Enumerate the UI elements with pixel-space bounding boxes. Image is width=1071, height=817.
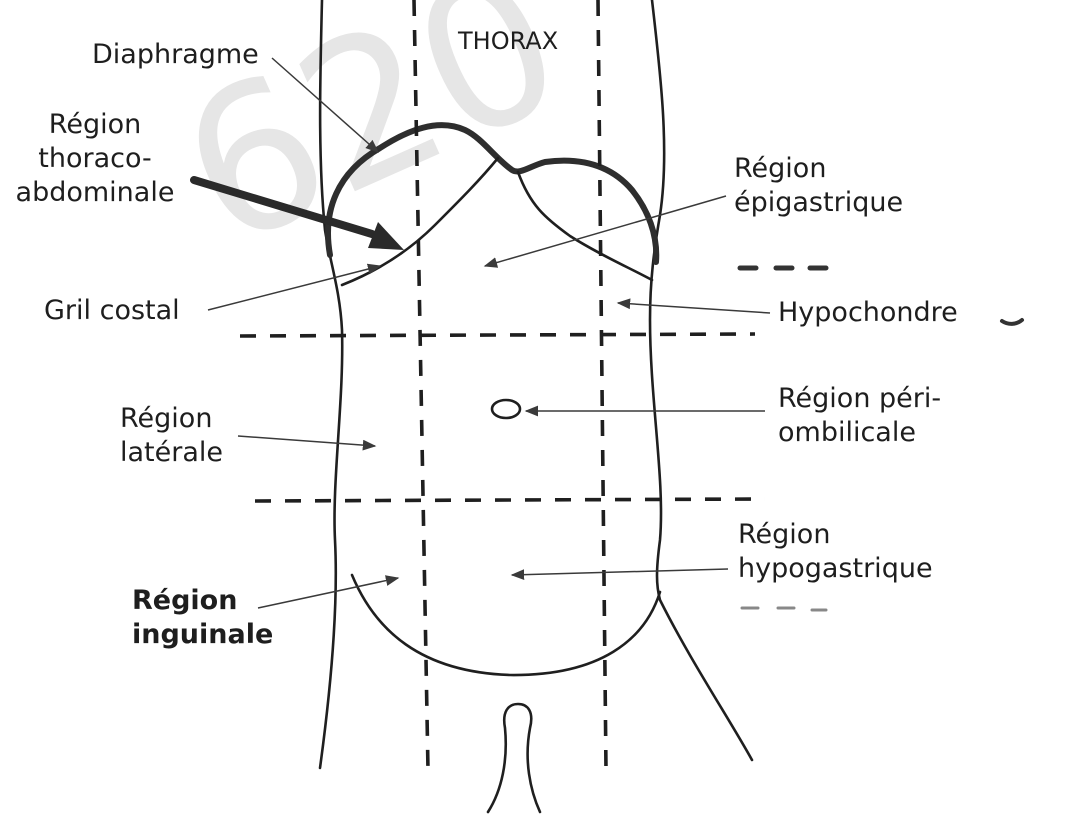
costal-margin-left [340, 156, 500, 287]
label-hypogastrique-line-1: Région [738, 519, 831, 550]
laterale-leader [237, 435, 377, 451]
thoraco-abdominale-arrowhead [368, 222, 404, 250]
label-gril-costal-line: Gril costal [44, 295, 180, 326]
label-hypogastrique-line-2: hypogastrique [738, 553, 933, 584]
label-inguinale-line-1: Région [132, 585, 238, 616]
speck-mark [1000, 318, 1024, 326]
hypogastrique-leader [510, 568, 729, 581]
body-outline-right [648, 0, 754, 762]
label-thoraco-abdominale-line-2: thoraco- [38, 143, 152, 174]
epigastrique-leader [483, 195, 727, 268]
hypochondre-leader [616, 298, 771, 314]
body-outline-left [318, 0, 344, 770]
gril-costal-leader [207, 263, 382, 311]
vertical-line-right [596, 0, 608, 771]
label-inguinale-line-2: inguinale [132, 619, 274, 650]
label-epigastrique-line-1: Région [734, 153, 827, 184]
navel-outline [490, 398, 522, 420]
costal-margin-right [516, 170, 654, 282]
label-hypochondre-line: Hypochondre [778, 297, 958, 328]
label-peri-ombilicale: Région péri- ombilicale [778, 382, 941, 450]
thoraco-abdominale-arrow [190, 176, 376, 238]
label-hypochondre: Hypochondre [778, 296, 958, 330]
label-thoraco-abdominale: Région thoraco- abdominale [2, 108, 188, 210]
diaphragme-leader [271, 57, 380, 153]
label-epigastrique-line-2: épigastrique [734, 187, 904, 218]
label-laterale-line-2: latérale [120, 437, 224, 468]
horizontal-line-upper [239, 332, 756, 338]
label-thoraco-abdominale-line-3: abdominale [15, 177, 175, 208]
diaphragm-outline [325, 122, 660, 265]
label-hypogastrique: Région hypogastrique [738, 518, 933, 586]
label-inguinale: Région inguinale [132, 584, 273, 652]
label-epigastrique: Région épigastrique [734, 152, 903, 220]
label-laterale-line-1: Région [120, 403, 213, 434]
vertical-line-left [412, 0, 430, 771]
label-peri-ombilicale-line-1: Région péri- [778, 383, 942, 414]
genital-outline [486, 702, 542, 814]
horizontal-line-lower [254, 497, 766, 503]
label-laterale: Région latérale [120, 402, 223, 470]
title-thorax: THORAX [458, 27, 559, 55]
label-peri-ombilicale-line-2: ombilicale [778, 417, 916, 448]
label-diaphragme: Diaphragme [92, 38, 259, 72]
label-gril-costal: Gril costal [44, 294, 180, 328]
label-thoraco-abdominale-line-1: Région [48, 109, 142, 140]
inguinale-leader [257, 575, 400, 609]
abdomen-lower-outline [350, 573, 662, 677]
label-diaphragme-line: Diaphragme [92, 39, 259, 70]
